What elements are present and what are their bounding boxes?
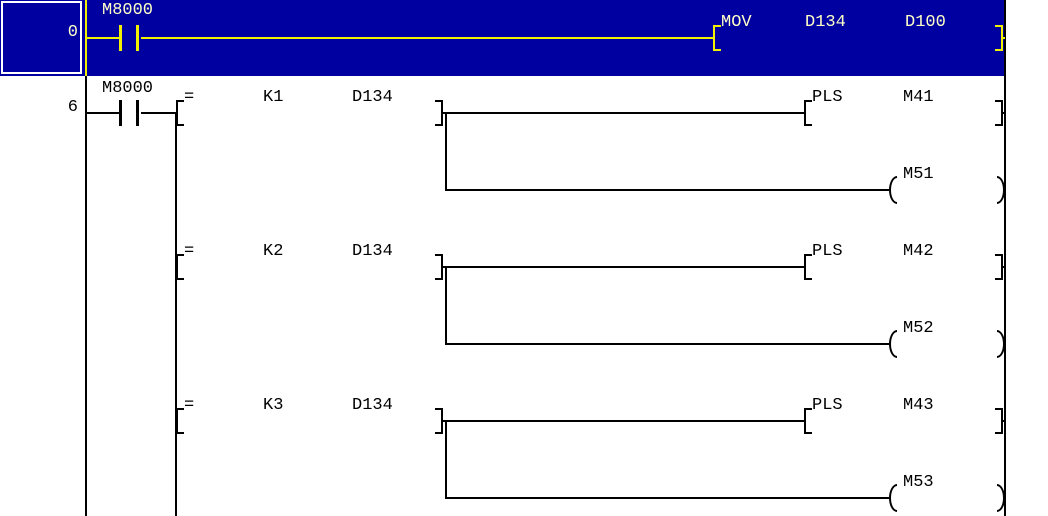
bracket-close-icon: [995, 254, 1003, 280]
bracket-close-icon: [995, 100, 1003, 126]
operand-b: D134: [352, 396, 393, 415]
bracket-close-icon: [995, 408, 1003, 434]
branch-rail: [175, 112, 177, 516]
compare-operator: =: [184, 88, 195, 107]
instruction-pls-1[interactable]: PLS M41: [804, 88, 1003, 126]
bracket-close-icon: [435, 100, 443, 126]
operand-device: M43: [903, 396, 934, 415]
coil-device: M51: [903, 165, 934, 184]
compare-operator: =: [184, 396, 195, 415]
rail-tick: [1003, 420, 1005, 422]
wire-segment: [443, 112, 804, 114]
rail-tick: [1003, 112, 1005, 114]
contact-label: M8000: [102, 1, 154, 20]
coil-m52[interactable]: M52: [889, 319, 1005, 358]
contact-label: M8000: [102, 79, 154, 98]
instruction-compare-2[interactable]: = K2 D134: [176, 242, 443, 280]
bracket-open-icon: [804, 254, 812, 280]
opcode: MOV: [721, 13, 752, 32]
branch-drop-wire: [445, 112, 447, 191]
step-number: 6: [67, 98, 78, 117]
wire-segment: [87, 112, 119, 114]
bracket-open-icon: [176, 100, 184, 126]
instruction-compare-3[interactable]: = K3 D134: [176, 396, 443, 434]
opcode: PLS: [812, 88, 843, 107]
bracket-close-icon: [995, 25, 1003, 51]
wire-segment: [141, 112, 176, 114]
operand-destination: D100: [905, 13, 946, 32]
bracket-close-icon: [435, 254, 443, 280]
wire-segment: [443, 266, 804, 268]
rail-tick: [1003, 189, 1005, 191]
coil-device: M52: [903, 319, 934, 338]
operand-a: K2: [263, 242, 284, 261]
coil-m53[interactable]: M53: [889, 473, 1005, 512]
bracket-open-icon: [804, 408, 812, 434]
coil-device: M53: [903, 473, 934, 492]
bracket-open-icon: [176, 408, 184, 434]
bracket-open-icon: [804, 100, 812, 126]
bracket-open-icon: [713, 25, 721, 51]
rail-tick: [1003, 497, 1005, 499]
compare-operator: =: [184, 242, 195, 261]
contact-bar-icon: [119, 25, 122, 51]
contact-bar-icon: [119, 100, 122, 126]
rail-tick: [1003, 37, 1005, 39]
operand-device: M42: [903, 242, 934, 261]
operand-b: D134: [352, 88, 393, 107]
rail-tick: [1003, 266, 1005, 268]
operand-b: D134: [352, 242, 393, 261]
rail-tick: [1003, 343, 1005, 345]
branch-drop-wire: [445, 266, 447, 345]
wire-segment: [447, 343, 889, 345]
left-power-rail: [85, 0, 87, 516]
step-number: 0: [67, 23, 78, 42]
instruction-pls-2[interactable]: PLS M42: [804, 242, 1003, 280]
coil-m51[interactable]: M51: [889, 165, 1005, 204]
wire-segment: [87, 37, 119, 39]
operand-device: M41: [903, 88, 934, 107]
bracket-open-icon: [176, 254, 184, 280]
opcode: PLS: [812, 396, 843, 415]
operand-a: K3: [263, 396, 284, 415]
contact-bar-icon: [136, 100, 139, 126]
instruction-mov[interactable]: MOV D134 D100: [713, 13, 1003, 51]
left-power-rail-selected-segment: [85, 0, 87, 76]
selection-cursor-box[interactable]: [1, 1, 82, 74]
wire-segment: [443, 420, 804, 422]
opcode: PLS: [812, 242, 843, 261]
operand-source: D134: [805, 13, 846, 32]
instruction-pls-3[interactable]: PLS M43: [804, 396, 1003, 434]
wire-segment: [447, 497, 889, 499]
instruction-compare-1[interactable]: = K1 D134: [176, 88, 443, 126]
contact-bar-icon: [136, 25, 139, 51]
right-power-rail: [1004, 0, 1006, 516]
bracket-close-icon: [435, 408, 443, 434]
contact-m8000-rung6[interactable]: [119, 100, 141, 126]
branch-drop-wire: [445, 420, 447, 499]
wire-segment: [141, 37, 713, 39]
contact-m8000-rung0[interactable]: [119, 25, 141, 51]
wire-segment: [447, 189, 889, 191]
operand-a: K1: [263, 88, 284, 107]
